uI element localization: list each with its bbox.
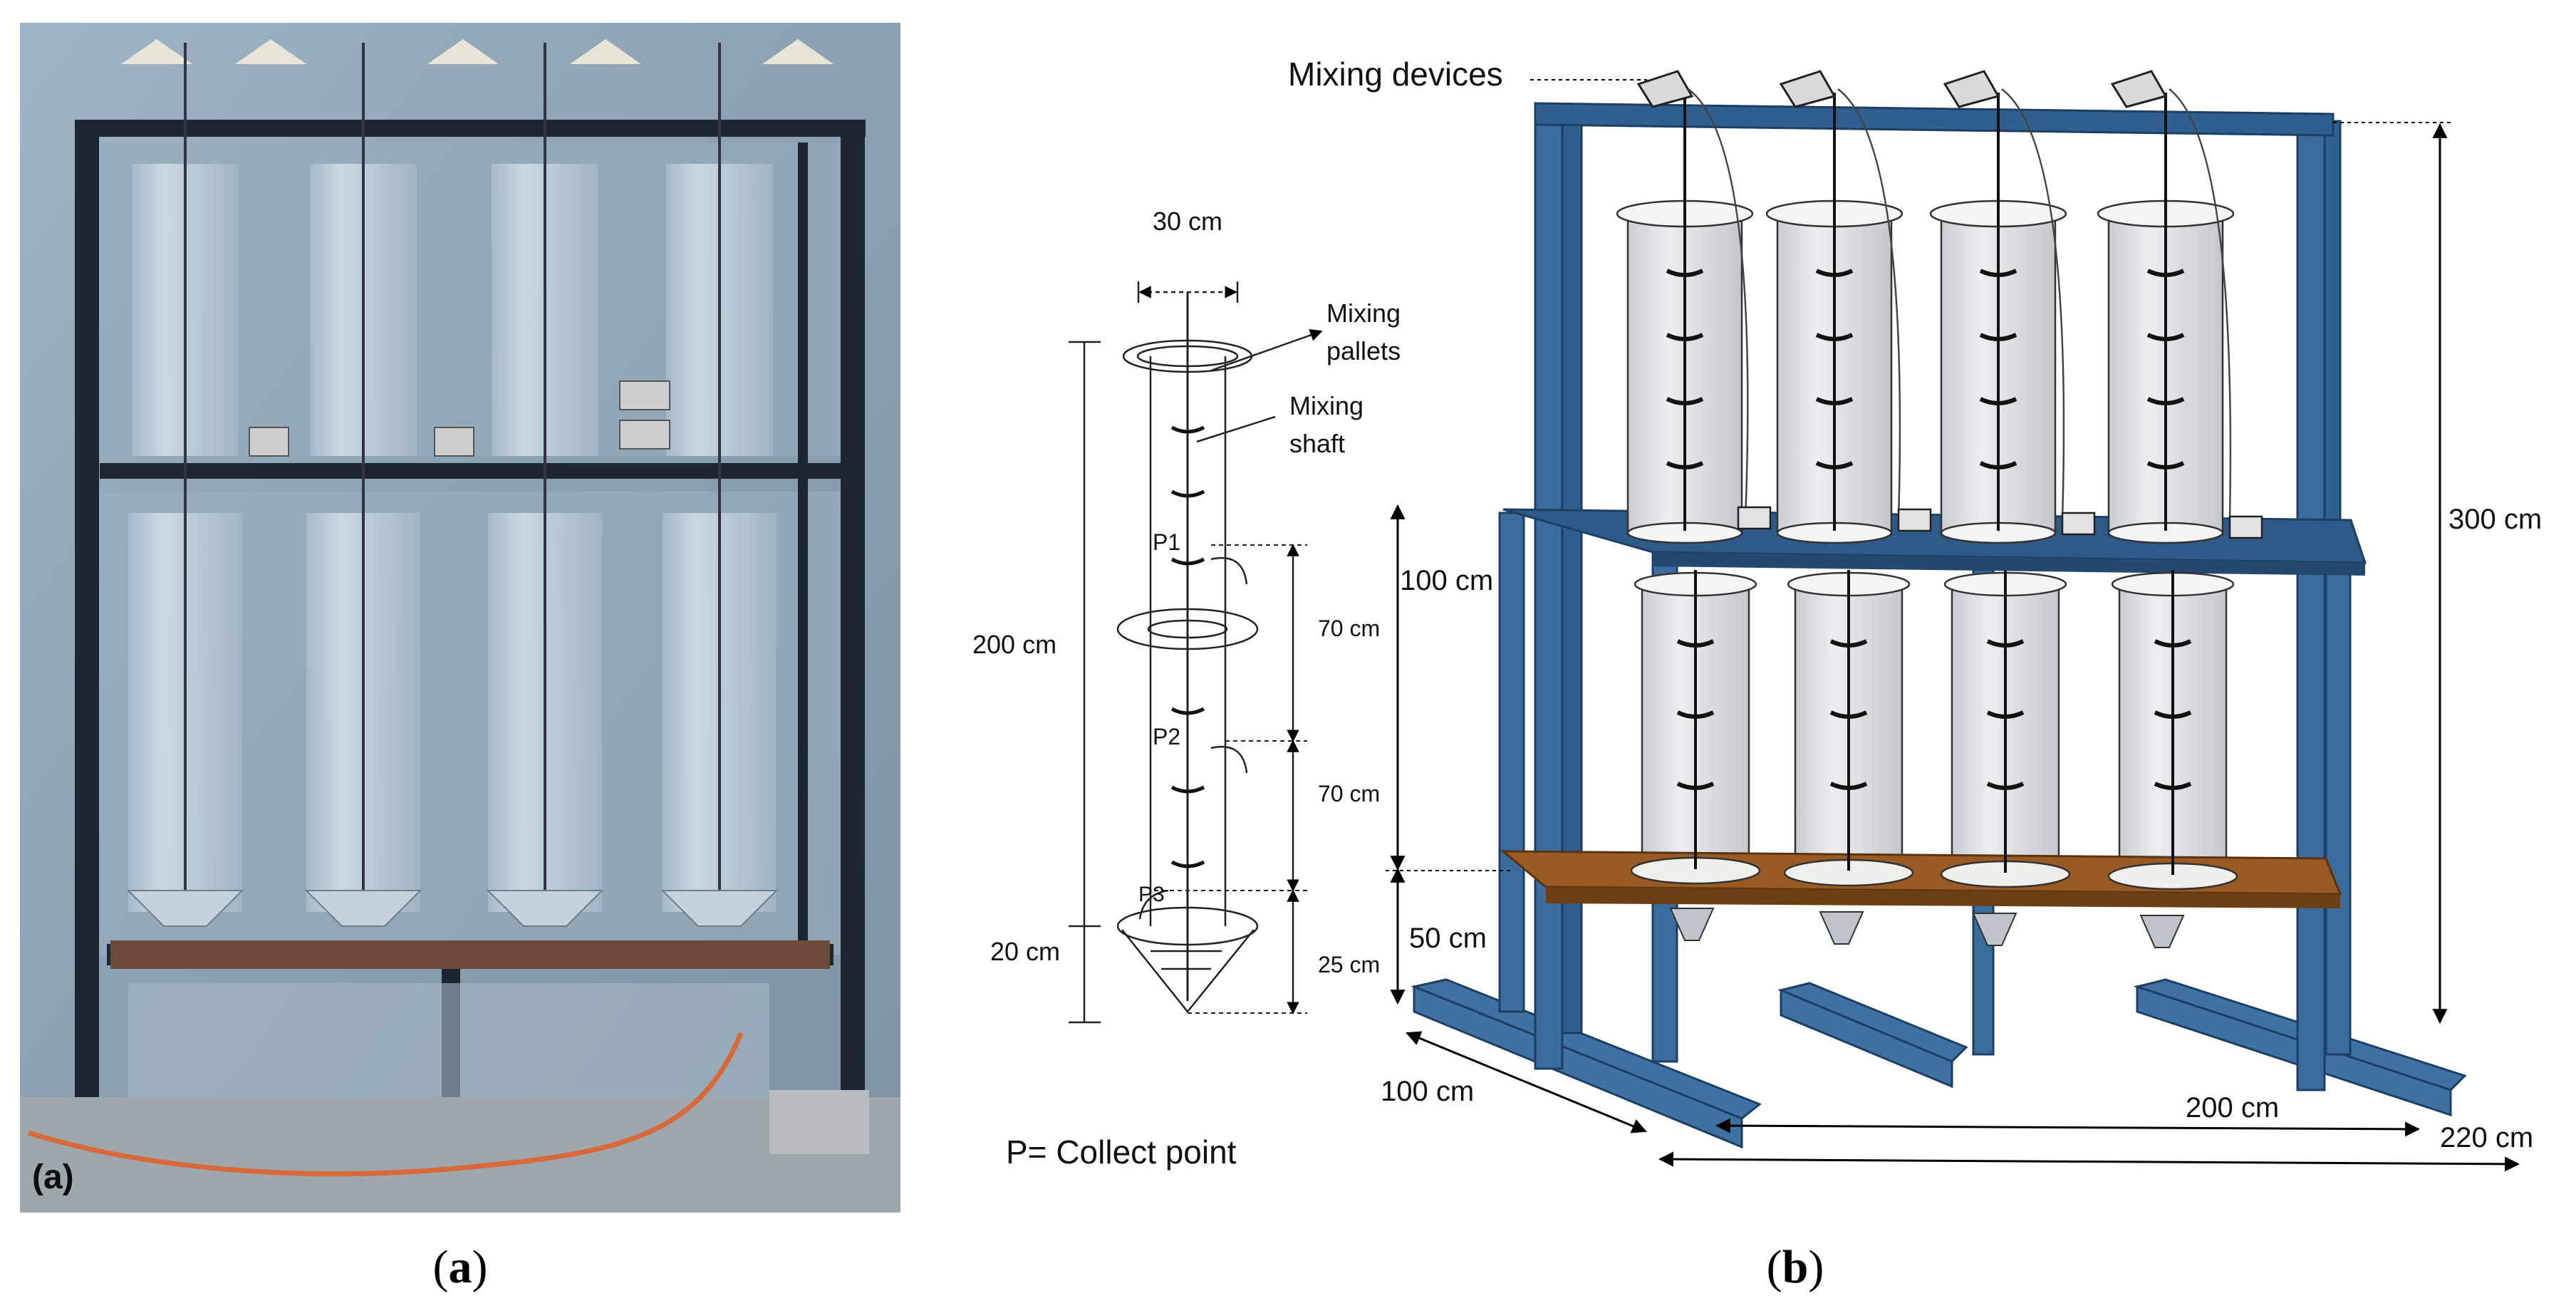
shelf-motor-boxes (1737, 506, 2263, 539)
collect-point-legend: P= Collect point (1006, 1133, 1237, 1171)
cone-height-label: 20 cm (990, 937, 1060, 966)
upper-gap-label: 100 cm (1400, 565, 1493, 596)
wooden-shelf (1500, 850, 2342, 908)
column-diagram (1069, 281, 1323, 1024)
front-posts (1498, 105, 2352, 1091)
lower-columns (1634, 571, 2235, 871)
photo-shafts (184, 43, 721, 919)
mixing-shaft-label-1: Mixing (1289, 391, 1364, 420)
top-beam (1534, 102, 2334, 137)
panel-a-photo: (a) (20, 23, 900, 1213)
rig-pallets (1666, 269, 2192, 790)
mixing-pallets-label-2: pallets (1326, 336, 1401, 365)
caption-a-close: ) (472, 1241, 488, 1293)
photo-tag: (a) (32, 1158, 74, 1196)
caption-b-letter: b (1782, 1241, 1809, 1293)
segment-label-3: 25 cm (1318, 952, 1380, 977)
column-diagram-labels: 30 cm Mixing pallets Mixing shaft 200 cm… (972, 207, 1401, 1171)
photo-motors (249, 380, 670, 457)
upper-columns (1616, 199, 2235, 544)
rig-labels: Mixing devices 300 cm 100 cm 50 cm 100 c… (1288, 56, 2542, 1153)
diameter-label: 30 cm (1153, 207, 1222, 236)
lower-gap-label: 50 cm (1409, 923, 1487, 954)
rig-illustration (1410, 70, 2467, 1149)
rig-height-label: 300 cm (2448, 504, 2542, 535)
depth-label: 100 cm (1381, 1076, 1474, 1107)
segment-label-2: 70 cm (1318, 781, 1380, 806)
caption-a-open: ( (433, 1241, 449, 1293)
segment-label-1: 70 cm (1318, 616, 1380, 641)
inner-width-label: 200 cm (2186, 1092, 2279, 1123)
caption-b-close: ) (1808, 1241, 1824, 1293)
collect-point-p3: P3 (1138, 883, 1165, 906)
mixing-shaft-label-2: shaft (1289, 429, 1345, 458)
photo-cones (126, 890, 779, 927)
collect-point-p2: P2 (1153, 724, 1180, 749)
rig-dimensions (1386, 79, 2520, 1172)
total-height-label: 200 cm (972, 630, 1056, 659)
ceiling-lamps (121, 39, 833, 64)
collect-point-p1: P1 (1153, 529, 1180, 555)
caption-a-letter: a (449, 1241, 472, 1293)
caption-b-open: ( (1767, 1241, 1782, 1293)
caption-b: (b) (1767, 1241, 1824, 1293)
rig-shafts (1683, 93, 2174, 875)
outer-width-label: 220 cm (2440, 1122, 2533, 1153)
mixing-devices-label: Mixing devices (1288, 56, 1503, 93)
rig-cables (1688, 88, 2232, 521)
caption-a: (a) (433, 1241, 488, 1293)
mixing-pallets-label-1: Mixing (1326, 299, 1401, 328)
mixing-device-motors (1636, 70, 2168, 108)
bottom-cones (1669, 908, 2185, 948)
